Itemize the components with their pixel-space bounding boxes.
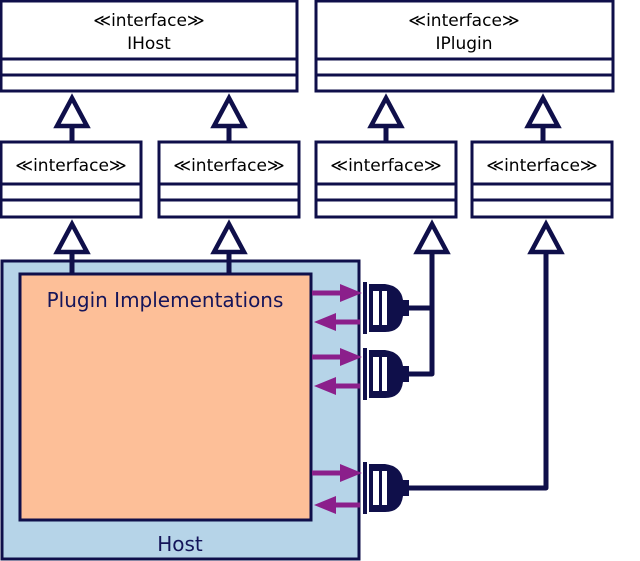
call-arrows bbox=[312, 284, 362, 514]
plug-connector-icon bbox=[363, 282, 409, 334]
iplugin-interface-box: ≪interface≫ IPlugin bbox=[314, 0, 615, 93]
mid-4-stereotype: ≪interface≫ bbox=[486, 156, 597, 176]
host-label: Host bbox=[157, 532, 203, 556]
ihost-interface-box: ≪interface≫ IHost bbox=[0, 0, 299, 93]
mid-2-stereotype: ≪interface≫ bbox=[173, 156, 284, 176]
inheritance-arrows-upper bbox=[53, 93, 562, 142]
inheritance-arrows-lower-left bbox=[53, 219, 248, 274]
mid-interface-box-3: ≪interface≫ bbox=[314, 140, 458, 219]
mid-3-stereotype: ≪interface≫ bbox=[330, 156, 441, 176]
plug-connector-icon bbox=[363, 348, 409, 400]
plugin-implementations-box: Plugin Implementations bbox=[18, 272, 313, 522]
ihost-stereotype: ≪interface≫ bbox=[93, 11, 204, 31]
ihost-name: IHost bbox=[127, 34, 171, 54]
inheritance-arrows-lower-right bbox=[413, 219, 565, 255]
iplugin-name: IPlugin bbox=[435, 34, 492, 54]
mid-interface-box-1: ≪interface≫ bbox=[0, 140, 143, 219]
plug-connector-icon bbox=[363, 462, 409, 514]
iplugin-stereotype: ≪interface≫ bbox=[408, 11, 519, 31]
mid-interface-box-2: ≪interface≫ bbox=[157, 140, 301, 219]
connector-wires bbox=[408, 250, 549, 491]
mid-interface-box-4: ≪interface≫ bbox=[470, 140, 614, 219]
plugin-implementations-label: Plugin Implementations bbox=[47, 288, 284, 312]
mid-1-stereotype: ≪interface≫ bbox=[15, 156, 126, 176]
